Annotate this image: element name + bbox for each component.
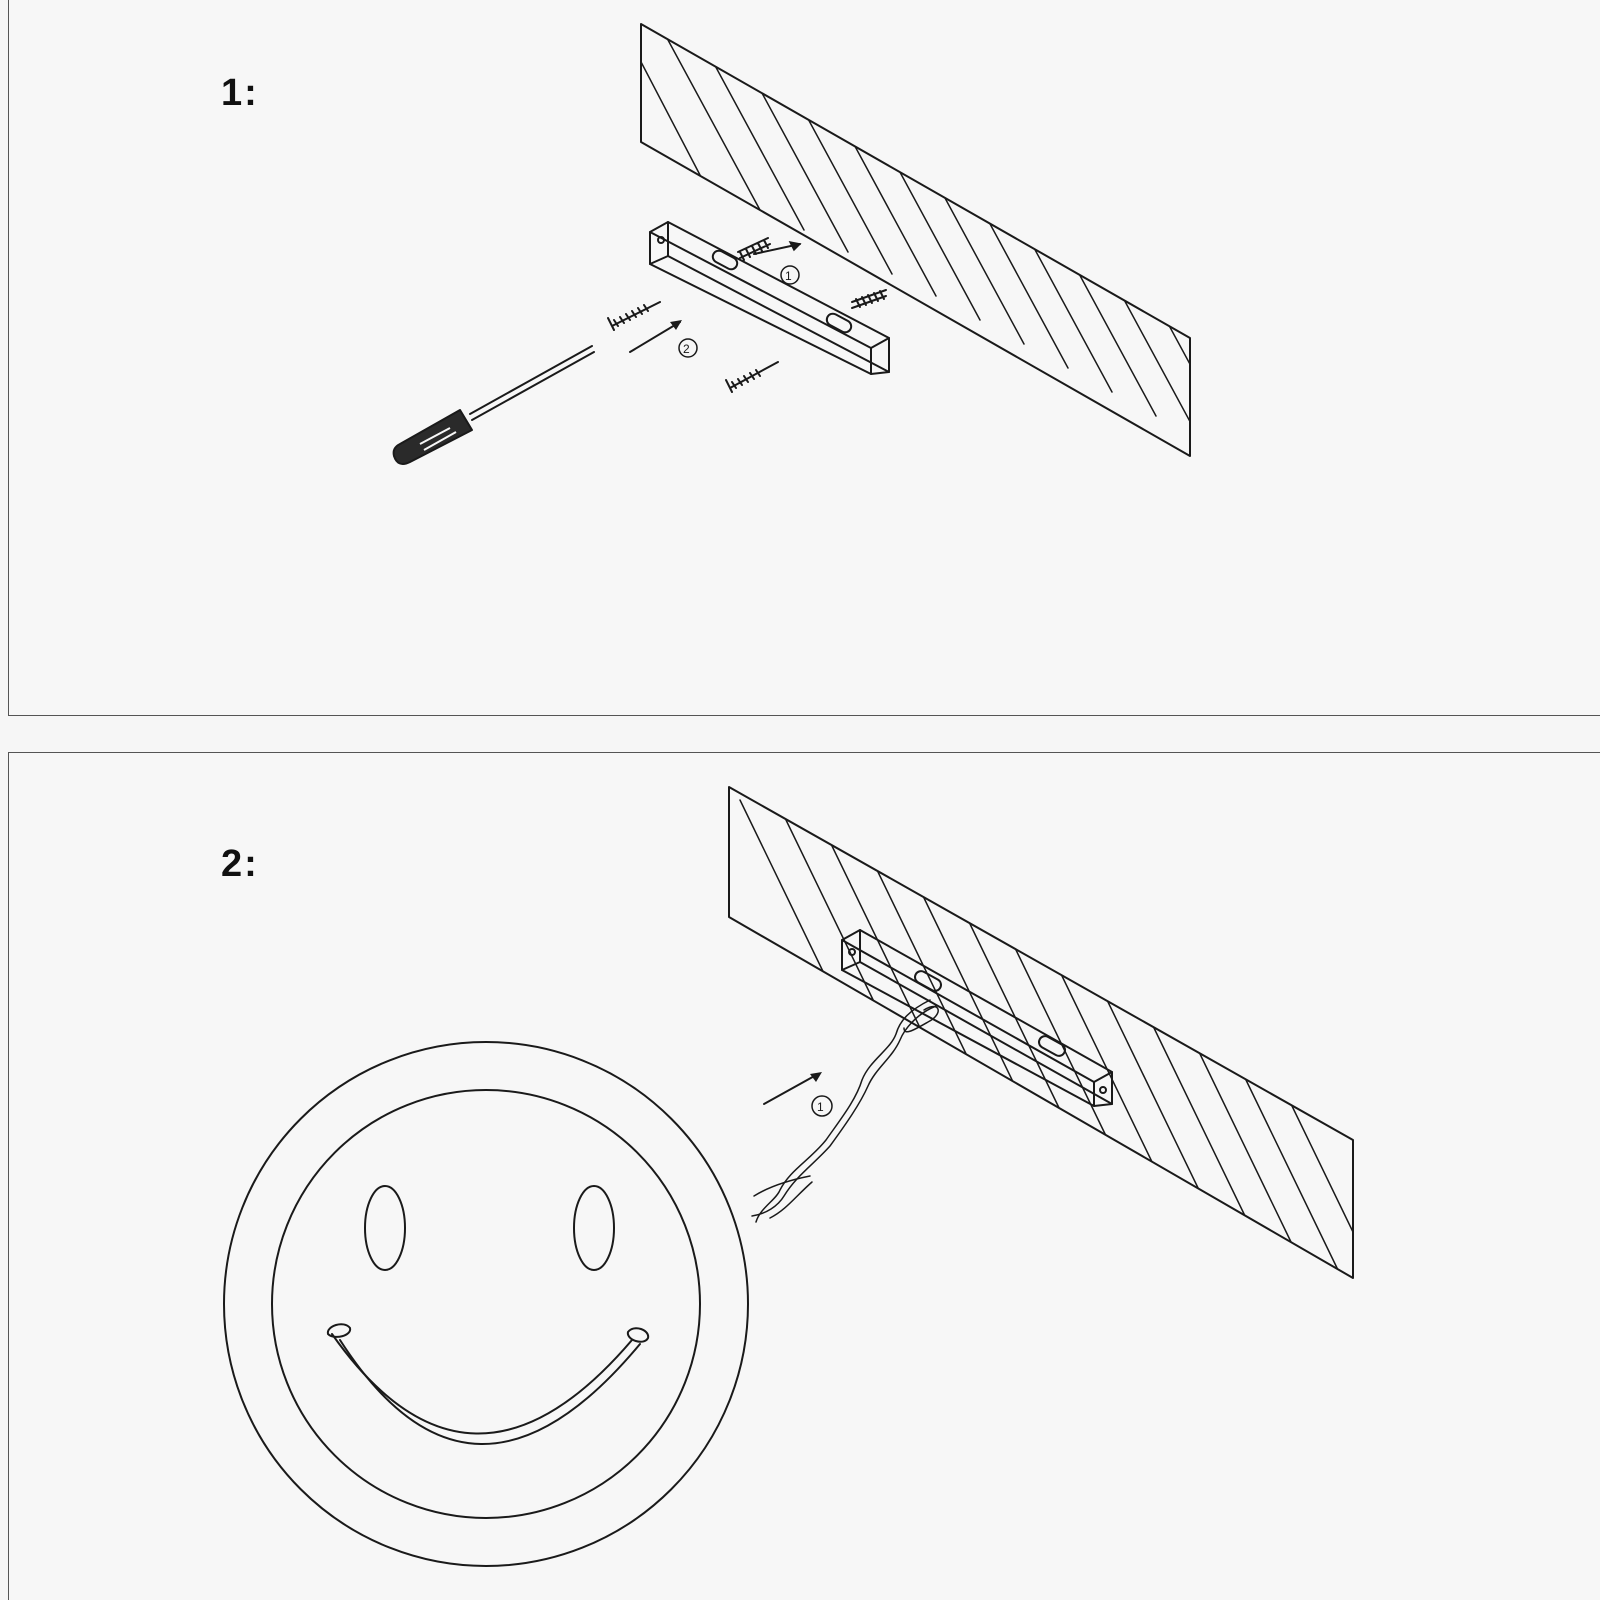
smiley-face-lamp-icon [223,1041,749,1567]
step-1-label: 1: [221,72,259,114]
mounting-bracket-icon [649,221,890,375]
arrow-icon [629,320,682,353]
callout-2-step1: 2 [678,338,698,358]
step-2-label: 2: [221,843,259,885]
callout-number: 1 [817,1100,824,1114]
callout-number: 2 [683,342,690,356]
right-eye [573,1185,615,1271]
left-eye [364,1185,406,1271]
mouth-outer [339,1339,641,1445]
screwdriver-icon[interactable] [392,345,595,465]
wall-anchor-icon [737,237,887,309]
mounting-bracket-icon [841,929,1113,1107]
callout-1-step2: 1 [811,1095,833,1117]
screw-icon [607,301,779,393]
step-1-panel: 1: [8,0,1600,716]
power-wire-icon [751,999,939,1223]
callout-1-step1: 1 [780,265,800,285]
arrow-icon [763,1072,822,1105]
callout-number: 1 [785,269,792,283]
wall-hatched-icon [640,23,1191,457]
